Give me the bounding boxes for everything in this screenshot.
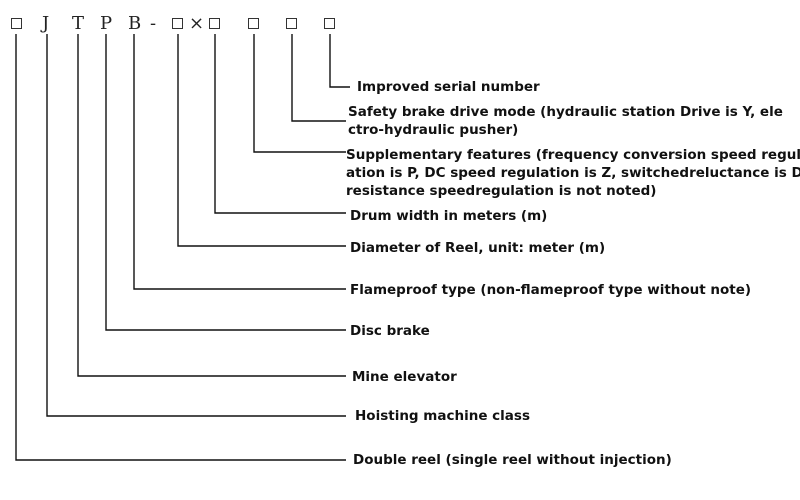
line-hoisting [46,34,346,417]
label-diameter-reel: Diameter of Reel, unit: meter (m) [350,240,606,256]
code-box-drum-width [209,18,220,29]
label-safety-brake-line1: Safety brake drive mode (hydraulic stati… [348,104,783,120]
label-flameproof: Flameproof type (non-flameproof type wit… [350,282,752,298]
code-box-safety-brake [286,18,297,29]
code-box-reel-count [11,18,22,29]
code-char-b: B [128,13,142,34]
label-mine-elevator: Mine elevator [352,369,457,385]
code-char-j: J [42,13,50,34]
code-times: × [189,13,205,34]
code-dash: - [150,13,157,34]
line-safety-brake [291,34,346,122]
label-improved-serial: Improved serial number [357,79,540,95]
line-drum-width [214,34,346,214]
label-supplementary-line1: Supplementary features (frequency conver… [346,147,800,163]
label-supplementary-line2: ation is P, DC speed regulation is Z, sw… [346,165,800,181]
code-box-diameter [172,18,183,29]
line-diameter [177,34,346,247]
code-char-t: T [72,13,85,34]
label-safety-brake-line2: ctro-hydraulic pusher) [348,122,519,138]
label-drum-width: Drum width in meters (m) [350,208,548,224]
label-hoisting-class: Hoisting machine class [355,408,530,424]
line-supplementary [253,34,346,153]
label-disc-brake: Disc brake [350,323,430,339]
line-disc-brake [105,34,346,331]
label-supplementary-line3: resistance speedregulation is not noted) [346,183,657,199]
code-char-p: P [100,13,113,34]
label-double-reel: Double reel (single reel without injecti… [353,452,672,468]
line-mine-elevator [77,34,346,377]
code-box-serial [324,18,335,29]
code-box-supplementary [248,18,259,29]
line-flameproof [133,34,346,290]
line-double-reel [15,34,346,461]
line-improved-serial [329,34,350,88]
